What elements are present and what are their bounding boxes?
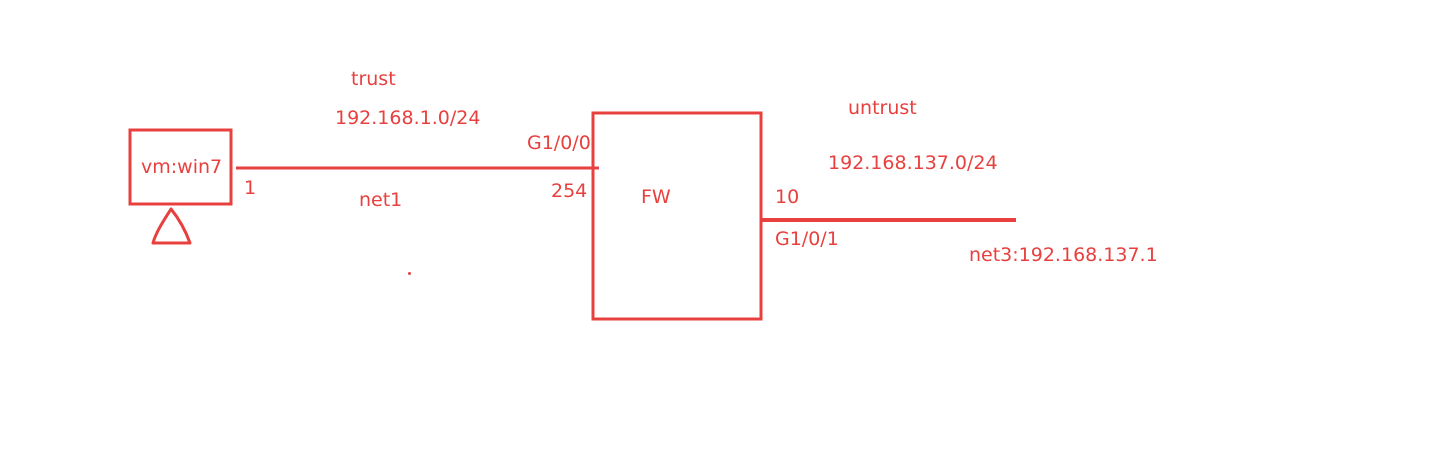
fw-outside-ip-label: 10: [775, 186, 800, 208]
fw-inside-interface-label: G1/0/0: [527, 132, 591, 154]
fw-outside-interface-label: G1/0/1: [775, 228, 839, 250]
untrust-gateway-label: net3:192.168.137.1: [969, 244, 1158, 266]
trust-zone-label: trust: [351, 68, 396, 90]
fw-inside-ip-label: 254: [551, 180, 588, 202]
host-ip-label: 1: [244, 177, 257, 199]
host-label: vm:win7: [141, 156, 223, 178]
untrust-subnet-label: 192.168.137.0/24: [828, 152, 998, 174]
user-triangle-icon: [151, 207, 192, 245]
trust-subnet-label: 192.168.1.0/24: [335, 107, 481, 129]
untrust-zone-label: untrust: [848, 97, 917, 119]
firewall-box: [591, 111, 763, 321]
host-box: [128, 128, 233, 206]
stray-dot: [408, 272, 411, 275]
trust-link-label: net1: [359, 189, 403, 211]
firewall-label: FW: [641, 186, 671, 208]
